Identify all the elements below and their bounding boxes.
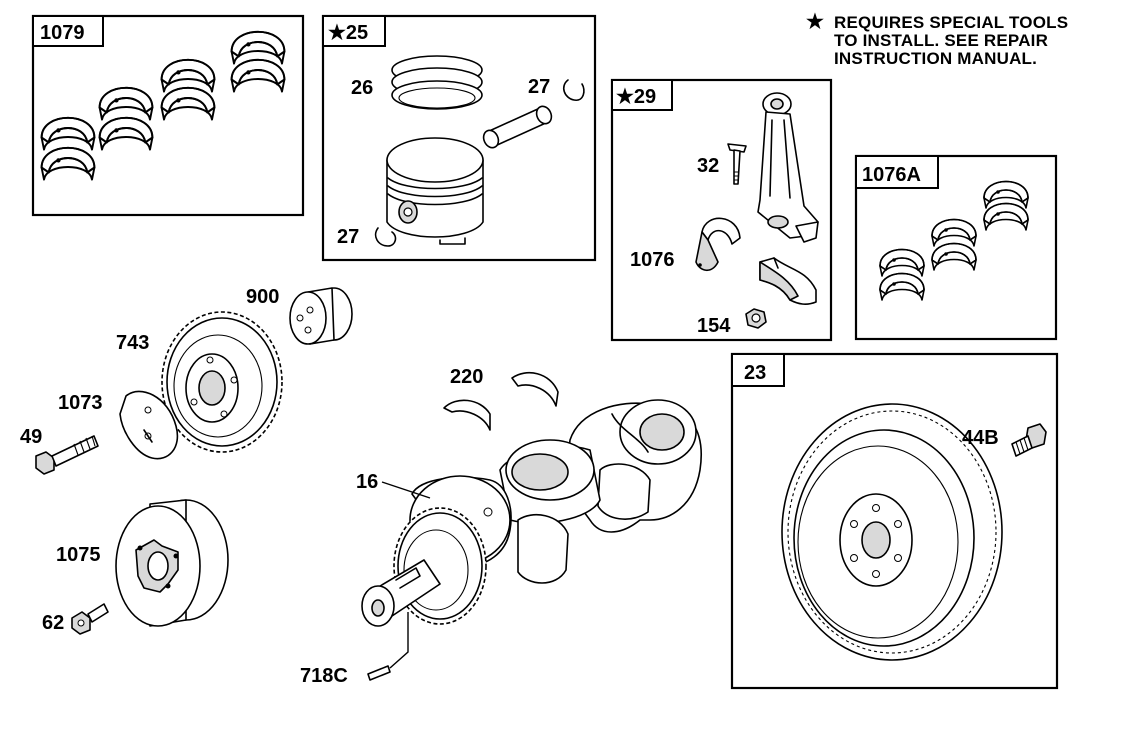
- label-32: 32: [697, 155, 719, 177]
- box-1076a[interactable]: 1076A: [854, 154, 1058, 341]
- box-1076a-label: 1076A: [862, 164, 921, 186]
- retaining-ring-bottom: [374, 227, 397, 247]
- label-27-top: 27: [528, 76, 550, 98]
- part-1073-plate: [119, 390, 179, 460]
- thrust-washers-220: [443, 371, 559, 431]
- leader-16: [381, 481, 431, 499]
- note-line-3: INSTRUCTION MANUAL.: [834, 49, 1037, 68]
- label-220: 220: [450, 366, 483, 388]
- piston: [386, 137, 484, 245]
- box-1079[interactable]: 1079: [31, 14, 305, 217]
- part-743-gear: [161, 311, 283, 453]
- label-16: 16: [356, 471, 378, 493]
- connecting-rod: [757, 92, 819, 243]
- label-62: 62: [42, 612, 64, 634]
- box-25-label: ★25: [328, 22, 368, 44]
- box-23[interactable]: 23 44B: [730, 352, 1059, 690]
- note-line-1: REQUIRES SPECIAL TOOLS: [834, 13, 1068, 32]
- piston-pin: [482, 105, 553, 149]
- label-49: 49: [20, 426, 42, 448]
- rod-bearing-1076: [695, 217, 741, 272]
- special-tools-note: ★ REQUIRES SPECIAL TOOLS TO INSTALL. SEE…: [806, 11, 1068, 68]
- box-29[interactable]: ★29 32 1076: [610, 78, 833, 342]
- part-900-sleeve: [289, 287, 353, 345]
- label-900: 900: [246, 286, 279, 308]
- piston-rings: [391, 55, 483, 110]
- retaining-ring-top: [562, 79, 585, 101]
- note-star: ★: [806, 11, 824, 33]
- label-44b: 44B: [962, 427, 999, 449]
- box-25[interactable]: ★25 26 27 27: [321, 14, 597, 262]
- part-62-bolt: [71, 603, 109, 635]
- crankshaft: [361, 399, 702, 627]
- part-718c-pin: [367, 612, 409, 681]
- rod-bolt: [727, 143, 747, 185]
- part-1075-pulley: [115, 499, 229, 627]
- box-1079-label: 1079: [40, 22, 85, 44]
- bearing-shells-1076a: [879, 180, 1029, 301]
- label-1073: 1073: [58, 392, 103, 414]
- label-154: 154: [697, 315, 731, 337]
- bearing-shells-1079: [40, 30, 286, 181]
- box-23-label: 23: [744, 362, 766, 384]
- nut-154: [745, 308, 767, 329]
- part-49-bolt: [35, 435, 99, 475]
- note-line-2: TO INSTALL. SEE REPAIR: [834, 31, 1048, 50]
- label-1075: 1075: [56, 544, 101, 566]
- flywheel: [781, 403, 1003, 661]
- rod-cap: [759, 257, 817, 305]
- label-26: 26: [351, 77, 373, 99]
- label-718c: 718C: [300, 665, 348, 687]
- bolt-44b: [1011, 423, 1047, 457]
- box-29-label: ★29: [616, 86, 656, 108]
- label-743: 743: [116, 332, 149, 354]
- label-1076: 1076: [630, 249, 675, 271]
- label-27-bottom: 27: [337, 226, 359, 248]
